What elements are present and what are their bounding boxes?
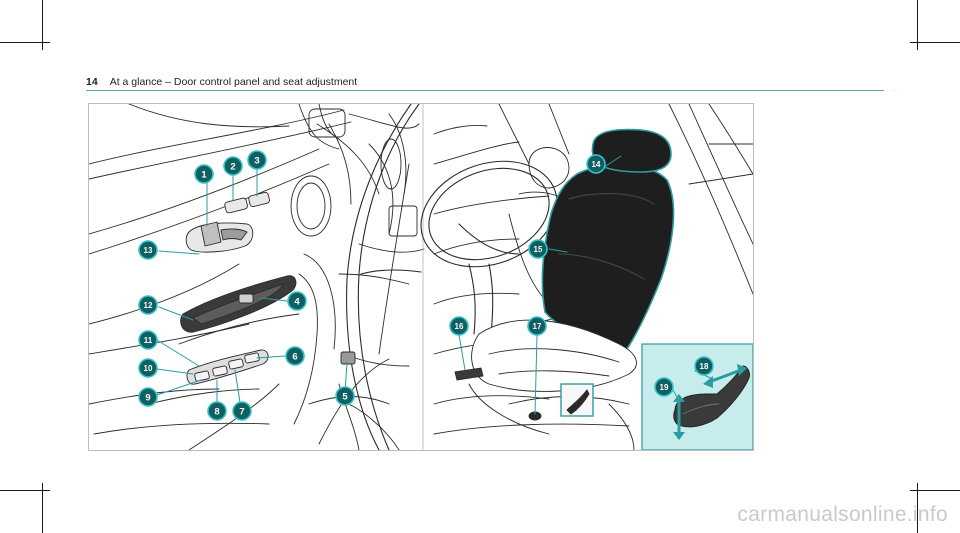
- seat-switch-pack: [185, 191, 270, 253]
- svg-text:1: 1: [201, 170, 207, 181]
- callout-7: 7: [232, 401, 252, 421]
- small-switch: [340, 351, 356, 365]
- door-handle: [180, 275, 297, 333]
- callout-6: 6: [285, 346, 305, 366]
- svg-text:4: 4: [294, 297, 300, 308]
- illustration-figure: 1 2 3 4 5 6 7 8 9 10 11 12 13 14 15 16 1…: [88, 103, 754, 451]
- page-title: At a glance – Door control panel and sea…: [109, 76, 358, 88]
- svg-text:2: 2: [230, 162, 235, 173]
- svg-text:19: 19: [660, 383, 669, 392]
- callout-3: 3: [247, 150, 267, 170]
- crop-mark: [42, 483, 43, 533]
- seat-side-controls: [454, 367, 594, 421]
- svg-text:15: 15: [534, 245, 543, 254]
- header-rule: [86, 90, 884, 91]
- inset-panel: [641, 343, 753, 450]
- steering-wheel-left: [346, 104, 422, 450]
- callout-1: 1: [194, 164, 214, 184]
- callout-14: 14: [586, 154, 606, 174]
- crop-mark: [917, 483, 918, 533]
- svg-text:3: 3: [254, 156, 259, 167]
- seat-backrest: [541, 164, 675, 353]
- svg-text:6: 6: [292, 352, 297, 363]
- window-switch-pack: [186, 349, 269, 385]
- callout-2: 2: [223, 156, 243, 176]
- callout-19: 19: [654, 377, 674, 397]
- svg-text:14: 14: [592, 160, 601, 169]
- steering-wheel-right: [420, 160, 558, 335]
- svg-text:18: 18: [700, 362, 709, 371]
- crop-mark: [917, 0, 918, 50]
- callout-11: 11: [138, 330, 158, 350]
- crop-mark: [910, 490, 960, 491]
- callout-9: 9: [138, 387, 158, 407]
- callout-17: 17: [527, 316, 547, 336]
- callout-10: 10: [138, 358, 158, 378]
- door-linework: [89, 104, 352, 450]
- callout-8: 8: [207, 401, 227, 421]
- svg-text:13: 13: [144, 246, 153, 255]
- svg-text:11: 11: [144, 336, 153, 345]
- page-header: 14 At a glance – Door control panel and s…: [86, 76, 357, 90]
- crop-mark: [0, 42, 50, 43]
- svg-text:17: 17: [533, 322, 542, 331]
- watermark: carmanualsonline.info: [737, 503, 948, 526]
- svg-text:12: 12: [144, 301, 153, 310]
- crop-mark: [0, 490, 50, 491]
- callout-5: 5: [335, 386, 355, 406]
- callout-16: 16: [449, 316, 469, 336]
- callout-13: 13: [138, 240, 158, 260]
- seat-cushion: [468, 319, 637, 435]
- crop-mark: [910, 42, 960, 43]
- illustration-drawing: 1 2 3 4 5 6 7 8 9 10 11 12 13 14 15 16 1…: [89, 104, 753, 450]
- callout-18: 18: [694, 356, 714, 376]
- svg-text:5: 5: [342, 392, 348, 403]
- svg-text:7: 7: [239, 407, 244, 418]
- callout-12: 12: [138, 295, 158, 315]
- callout-badges: 1 2 3 4 5 6 7 8 9 10 11 12 13 14 15 16 1…: [138, 150, 714, 421]
- svg-text:9: 9: [145, 393, 150, 404]
- svg-text:10: 10: [144, 364, 153, 373]
- callout-15: 15: [528, 239, 548, 259]
- crop-mark: [42, 0, 43, 50]
- svg-text:8: 8: [214, 407, 219, 418]
- page-number: 14: [86, 76, 98, 88]
- svg-text:16: 16: [455, 322, 464, 331]
- callout-4: 4: [287, 291, 307, 311]
